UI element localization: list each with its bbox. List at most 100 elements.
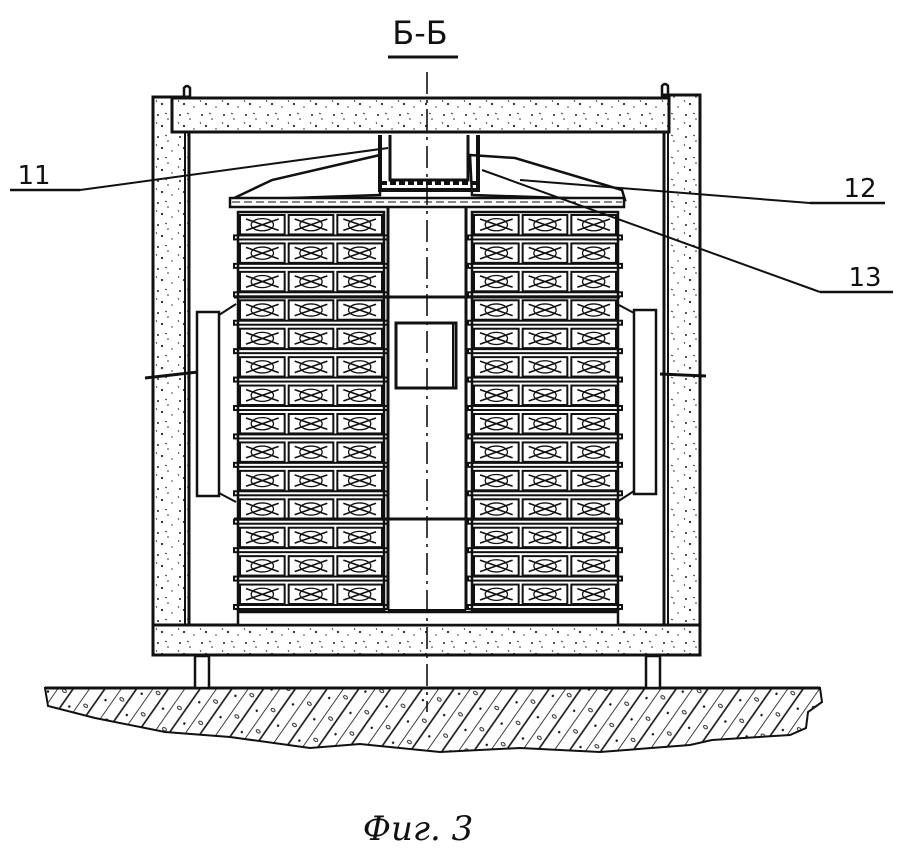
left-brick bbox=[336, 214, 384, 236]
left-shelf-plate bbox=[233, 262, 389, 269]
left-side-panel bbox=[144, 303, 237, 503]
left-shelf-plate bbox=[233, 547, 389, 554]
right-side-panel bbox=[616, 303, 707, 503]
left-support bbox=[193, 654, 211, 690]
right-brick bbox=[521, 299, 569, 321]
callout-12: 12 bbox=[519, 174, 885, 205]
right-brick bbox=[570, 384, 617, 407]
right-brick bbox=[473, 356, 520, 378]
figure-caption: Фиг. 3 bbox=[363, 809, 474, 849]
left-brick bbox=[239, 356, 286, 378]
right-brick bbox=[570, 526, 617, 549]
left-brick bbox=[336, 384, 384, 407]
right-brick bbox=[570, 327, 617, 350]
right-brick bbox=[521, 413, 569, 435]
left-brick bbox=[239, 526, 286, 549]
right-brick bbox=[473, 441, 520, 463]
right-shelf-plate bbox=[467, 262, 623, 269]
left-brick bbox=[239, 327, 286, 350]
right-brick bbox=[570, 356, 617, 378]
left-brick bbox=[287, 441, 335, 463]
right-shelf-plate bbox=[467, 490, 623, 497]
svg-text:13: 13 bbox=[848, 263, 881, 293]
right-brick-stack bbox=[467, 210, 623, 612]
left-brick bbox=[336, 526, 384, 549]
right-shelf-plate bbox=[467, 575, 623, 582]
left-shelf-plate bbox=[233, 433, 389, 440]
left-brick bbox=[336, 327, 384, 350]
left-brick bbox=[287, 469, 335, 492]
right-brick bbox=[521, 384, 569, 407]
right-shelf-plate bbox=[467, 604, 623, 610]
callout-11: 11 bbox=[10, 147, 389, 192]
left-brick bbox=[239, 441, 286, 463]
right-shelf-plate bbox=[467, 547, 623, 554]
left-brick bbox=[287, 555, 335, 577]
left-brick bbox=[336, 498, 384, 520]
left-brick bbox=[287, 270, 335, 293]
right-brick bbox=[521, 441, 569, 463]
left-brick bbox=[336, 270, 384, 293]
left-cover-slope bbox=[229, 153, 382, 202]
left-brick bbox=[239, 214, 286, 236]
right-shelf-plate bbox=[467, 433, 623, 440]
left-brick bbox=[287, 242, 335, 264]
right-brick bbox=[570, 413, 617, 435]
right-brick bbox=[570, 498, 617, 520]
right-brick bbox=[521, 469, 569, 492]
left-stack-outline bbox=[236, 210, 386, 612]
stack-bottom-plate bbox=[236, 610, 620, 627]
roof-slab bbox=[170, 96, 671, 134]
left-brick bbox=[239, 469, 286, 492]
right-shelf-plate bbox=[467, 461, 623, 468]
left-brick bbox=[239, 555, 286, 577]
left-shelf-plate bbox=[233, 405, 389, 411]
left-brick bbox=[287, 356, 335, 378]
right-brick bbox=[521, 327, 569, 350]
left-shelf-plate bbox=[233, 348, 389, 355]
left-brick bbox=[287, 583, 335, 605]
left-brick bbox=[239, 413, 286, 435]
left-brick bbox=[336, 242, 384, 264]
left-shelf-plate bbox=[233, 490, 389, 497]
right-brick bbox=[570, 469, 617, 492]
left-brick bbox=[239, 583, 286, 605]
left-brick bbox=[239, 270, 286, 293]
left-brick bbox=[336, 299, 384, 321]
right-brick bbox=[473, 555, 520, 577]
svg-text:11: 11 bbox=[17, 161, 50, 191]
right-brick bbox=[570, 299, 617, 321]
right-brick bbox=[521, 242, 569, 264]
left-brick bbox=[336, 441, 384, 463]
right-brick bbox=[570, 242, 617, 264]
left-shelf-plate bbox=[233, 575, 389, 582]
left-shelf-plate bbox=[233, 461, 389, 468]
right-brick bbox=[570, 441, 617, 463]
right-brick bbox=[521, 356, 569, 378]
right-brick bbox=[473, 583, 520, 605]
left-brick bbox=[336, 583, 384, 605]
left-brick bbox=[287, 327, 335, 350]
right-brick bbox=[473, 270, 520, 293]
right-support bbox=[644, 654, 662, 690]
right-shelf-plate bbox=[467, 348, 623, 355]
left-lifting-lug bbox=[182, 84, 192, 98]
left-brick bbox=[336, 413, 384, 435]
left-brick bbox=[239, 299, 286, 321]
right-brick bbox=[521, 583, 569, 605]
left-brick bbox=[287, 214, 335, 236]
right-brick bbox=[570, 583, 617, 605]
right-brick bbox=[473, 498, 520, 520]
right-brick bbox=[473, 384, 520, 407]
right-brick bbox=[473, 299, 520, 321]
left-shelf-plate bbox=[233, 376, 389, 383]
right-shelf-plate bbox=[467, 376, 623, 383]
left-shelf-plate bbox=[233, 234, 389, 241]
right-brick bbox=[570, 214, 617, 236]
right-brick bbox=[473, 242, 520, 264]
right-brick bbox=[473, 327, 520, 350]
left-brick bbox=[287, 413, 335, 435]
right-shelf-plate bbox=[467, 319, 623, 326]
right-shelf-plate bbox=[467, 234, 623, 241]
